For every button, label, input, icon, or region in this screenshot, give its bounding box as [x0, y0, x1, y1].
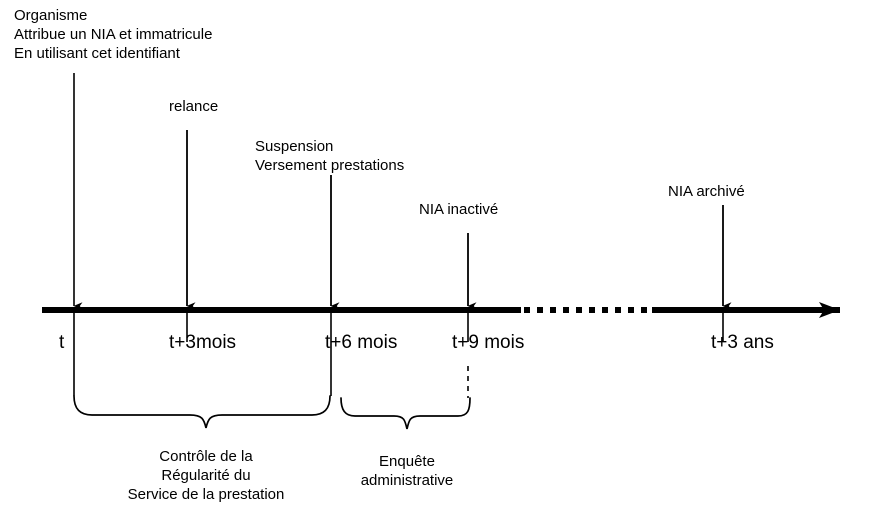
- bracket-enquete-caption: Enquête administrative: [360, 453, 454, 489]
- relance-label: relance: [169, 98, 219, 115]
- bracket-controle: [73, 395, 331, 429]
- nia-archive-label: NIA archivé: [668, 183, 745, 200]
- event-arrows: [73, 73, 732, 310]
- axis-tick-stems: [73, 313, 724, 398]
- suspension-label: Suspension Versement prestations: [255, 138, 405, 174]
- bracket-enquete-path: [340, 397, 471, 430]
- axis-tick-label-t: t: [59, 332, 65, 353]
- axis-tick-label-t9mois: t+9 mois: [452, 332, 525, 353]
- organisme-label: Organisme Attribue un NIA et immatricule…: [14, 7, 213, 62]
- bracket-controle-caption: Contrôle de la Régularité du Service de …: [127, 448, 285, 503]
- axis-tick-label-t3mois: t+3mois: [169, 332, 237, 353]
- axis-tick-label-t3ans: t+3 ans: [711, 332, 774, 353]
- axis-tick-label-t6mois: t+6 mois: [325, 332, 398, 353]
- bracket-controle-path: [73, 395, 331, 429]
- bracket-enquete: [340, 397, 471, 430]
- nia-inactive-label: NIA inactivé: [419, 201, 499, 218]
